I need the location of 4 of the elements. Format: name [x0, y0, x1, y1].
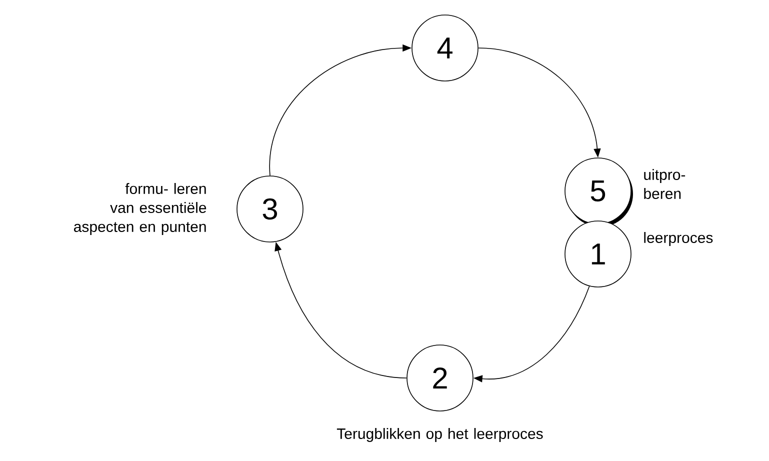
side-label: leerproces: [644, 232, 713, 246]
side-label: uitpro- beren: [644, 169, 686, 199]
side-label: formu- leren van essentiële aspecten en punten: [74, 183, 206, 235]
side-label: Terugblikken op het leerproces: [336, 428, 543, 442]
